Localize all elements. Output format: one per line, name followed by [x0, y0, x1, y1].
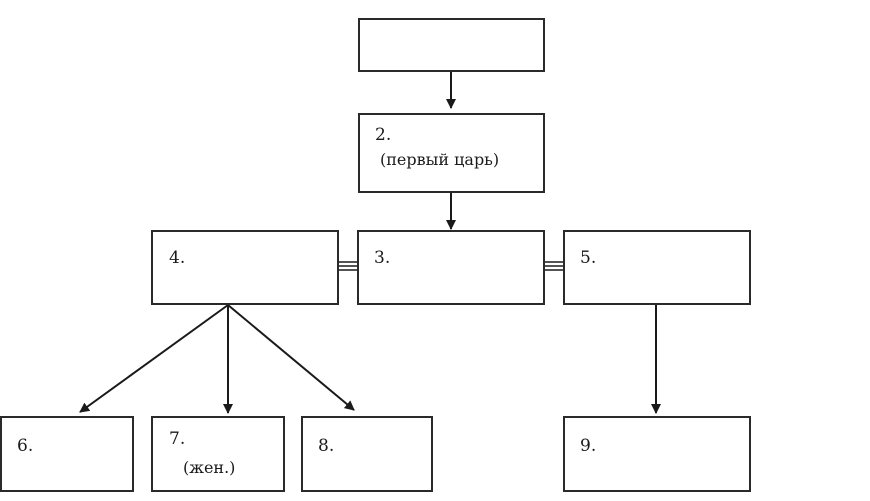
arrow-4-to-6 — [79, 304, 229, 413]
box-3-number: 3. — [374, 248, 391, 268]
box-6: 6. — [0, 416, 134, 492]
box-5: 5. — [563, 230, 751, 305]
box-3: 3. — [357, 230, 545, 305]
box-7-number: 7. — [169, 429, 186, 449]
box-7: 7. (жен.) — [151, 416, 285, 492]
box-5-number: 5. — [580, 248, 597, 268]
box-8: 8. — [301, 416, 433, 492]
box-8-number: 8. — [318, 436, 335, 456]
box-9: 9. — [563, 416, 751, 492]
box-2: 2. (первый царь) — [358, 113, 545, 193]
box-6-number: 6. — [17, 436, 34, 456]
marriage-link-3-5 — [545, 261, 563, 271]
marriage-link-4-3 — [339, 261, 357, 271]
box-7-note: (жен.) — [183, 458, 236, 477]
box-4-number: 4. — [169, 248, 186, 268]
box-2-note: (первый царь) — [380, 150, 500, 169]
box-1 — [358, 18, 545, 72]
box-2-number: 2. — [375, 125, 392, 145]
arrow-4-to-8 — [227, 304, 355, 411]
box-4: 4. — [151, 230, 339, 305]
box-9-number: 9. — [580, 436, 597, 456]
